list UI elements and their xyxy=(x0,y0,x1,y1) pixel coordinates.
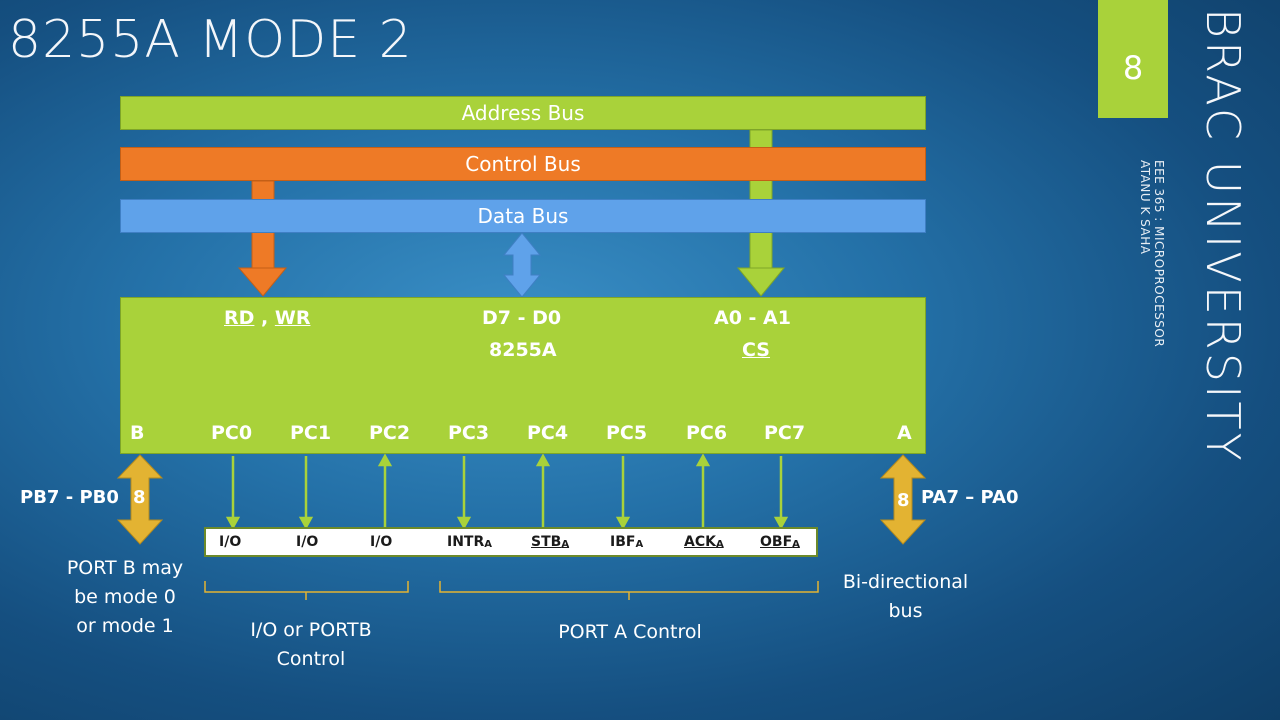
portb-mode-note: PORT B may be mode 0 or mode 1 xyxy=(66,557,184,637)
pin-pc3: PC3 xyxy=(448,422,490,444)
portb-pins-label: PB7 - PB0 xyxy=(20,487,119,508)
course-info: EEE 365 : MICROPROCESSOR ATANU K SAHA xyxy=(1126,160,1166,440)
course-title: EEE 365 : MICROPROCESSOR xyxy=(1152,160,1166,348)
rd-signal: RD xyxy=(224,307,255,329)
signal-ack-a: ACKA xyxy=(684,534,724,550)
page-number: 8 xyxy=(1122,49,1144,87)
brace-porta xyxy=(439,581,819,600)
rd-wr-label: RD , WR xyxy=(224,307,310,329)
data-bidir-arrow xyxy=(502,232,542,298)
university-name: BRAC UNIVERSITY xyxy=(1196,8,1250,464)
signal-stb-a: STBA xyxy=(531,534,570,550)
signal-obf-a: OBFA xyxy=(760,534,800,550)
address-pins-label: A0 - A1 xyxy=(714,307,791,329)
page-number-badge: 8 xyxy=(1098,0,1168,118)
control-signal-row: I/O I/O I/O INTRA STBA IBFA ACKA OBFA xyxy=(204,527,818,557)
signal-io-3: I/O xyxy=(370,534,393,550)
course-author: ATANU K SAHA xyxy=(1138,160,1152,255)
data-bus: Data Bus xyxy=(120,199,926,233)
data-pins-label: D7 - D0 xyxy=(482,307,562,329)
pin-pc2: PC2 xyxy=(369,422,411,444)
brace-io xyxy=(204,581,409,600)
signal-intr-a: INTRA xyxy=(447,534,493,550)
pin-pc1: PC1 xyxy=(290,422,332,444)
cs-signal: CS xyxy=(742,339,770,361)
chip-name: 8255A xyxy=(489,339,557,361)
portb-width: 8 xyxy=(133,487,146,508)
porta-control-note: PORT A Control xyxy=(558,621,702,643)
pin-pc0: PC0 xyxy=(211,422,253,444)
data-bus-label: Data Bus xyxy=(477,204,569,228)
signal-io-1: I/O xyxy=(219,534,242,550)
pc-line-arrows xyxy=(225,453,789,530)
control-bus: Control Bus xyxy=(120,147,926,181)
pin-a: A xyxy=(897,422,912,444)
wr-signal: WR xyxy=(274,307,311,329)
porta-pins-label: PA7 – PA0 xyxy=(921,487,1019,508)
portb-bidir-arrow xyxy=(116,454,164,545)
pin-pc4: PC4 xyxy=(527,422,569,444)
bidir-note: Bi-directional bus xyxy=(842,571,969,622)
porta-bidir-arrow xyxy=(879,454,927,545)
signal-ibf-a: IBFA xyxy=(610,534,644,550)
signal-io-2: I/O xyxy=(296,534,319,550)
chip-8255a xyxy=(120,297,926,454)
control-bus-label: Control Bus xyxy=(465,152,581,176)
university-banner: BRAC UNIVERSITY xyxy=(1196,8,1262,538)
address-bus: Address Bus xyxy=(120,96,926,130)
address-bus-label: Address Bus xyxy=(461,101,585,125)
pin-pc7: PC7 xyxy=(764,422,806,444)
slide-title: 8255A MODE 2 xyxy=(8,10,413,70)
rd-wr-separator: , xyxy=(254,307,275,329)
pin-pc5: PC5 xyxy=(606,422,648,444)
porta-width: 8 xyxy=(897,490,910,511)
io-control-note: I/O or PORTB Control xyxy=(250,619,372,670)
pin-b: B xyxy=(130,422,145,444)
pin-pc6: PC6 xyxy=(686,422,728,444)
